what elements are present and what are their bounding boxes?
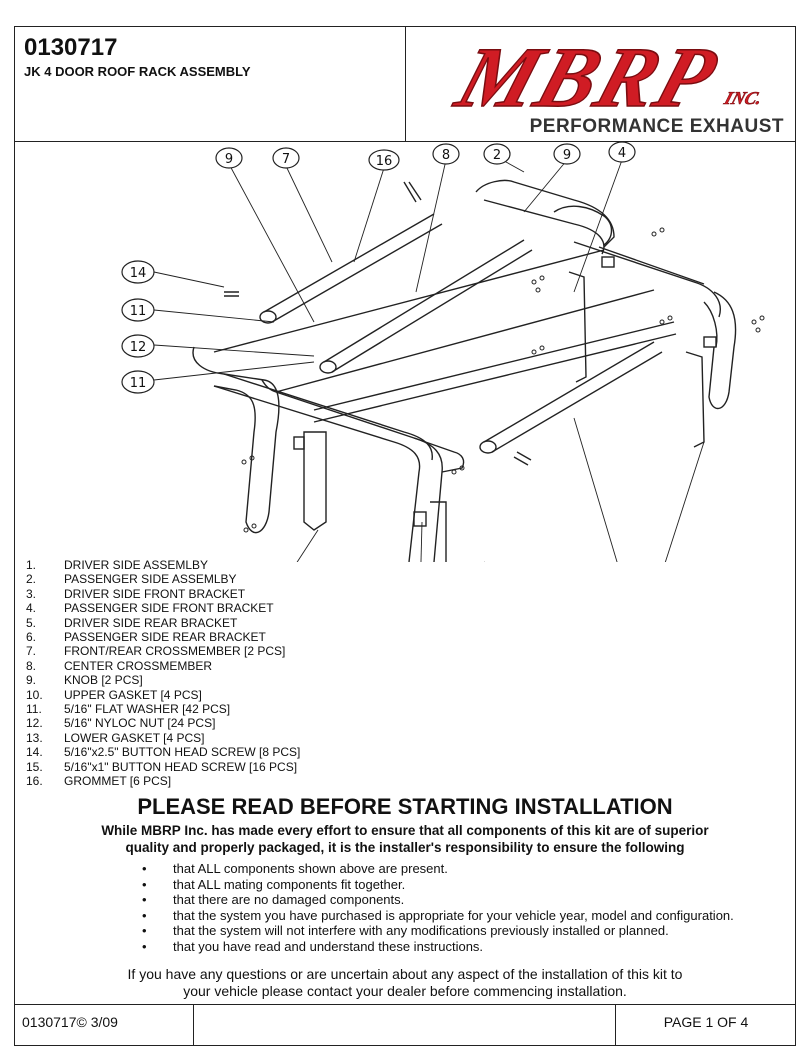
rear-crossmember — [263, 213, 435, 313]
parts-list-item: 8.CENTER CROSSMEMBER — [26, 658, 213, 673]
driver-side-main-rail — [213, 385, 421, 562]
parts-list-item: 2.PASSENGER SIDE ASSEMLBY — [26, 572, 237, 587]
notice-intro-line: quality and properly packaged, it is the… — [125, 840, 685, 855]
callout-label: 14 — [130, 266, 147, 281]
callout-label: 11 — [130, 376, 147, 391]
mbrp-logo: MBRP INC. — [444, 29, 766, 126]
parts-list-item: 11.5/16" FLAT WASHER [42 PCS] — [26, 702, 231, 717]
footer-page-number: PAGE 1 OF 4 — [615, 1004, 796, 1046]
parts-list-item: 5.DRIVER SIDE REAR BRACKET — [26, 615, 238, 630]
parts-list-item: 7.FRONT/REAR CROSSMEMBER [2 PCS] — [26, 644, 286, 659]
front-crossmember — [483, 341, 655, 443]
parts-list-item: 4.PASSENGER SIDE FRONT BRACKET — [26, 601, 274, 616]
parts-list-item: 6.PASSENGER SIDE REAR BRACKET — [26, 630, 266, 645]
passenger-rear-bracket — [685, 351, 705, 448]
checklist-item: that ALL components shown above are pres… — [140, 861, 790, 877]
callout-bubbles — [121, 142, 636, 394]
callout-label: 9 — [225, 152, 233, 167]
driver-rear-bracket — [430, 501, 447, 562]
front-tube — [261, 379, 443, 562]
parts-list: 1.DRIVER SIDE ASSEMLBY 2.PASSENGER SIDE … — [26, 558, 300, 789]
callout-label: 4 — [618, 146, 626, 161]
logo-suffix: INC. — [721, 88, 765, 107]
checklist-item: that there are no damaged components. — [140, 892, 790, 908]
roof-rack-exploded-drawing: 9 7 16 8 2 9 4 14 11 12 11 3 15 10 5 11 … — [121, 142, 765, 562]
callout-label: 12 — [130, 340, 147, 355]
contact-line: If you have any questions or are uncerta… — [127, 966, 683, 982]
notice-intro-line: While MBRP Inc. has made every effort to… — [101, 823, 709, 838]
checklist-item: that ALL mating components fit together. — [140, 877, 790, 893]
driver-top-rail — [213, 249, 605, 353]
footer-doc-code: 0130717© 3/09 — [14, 1004, 194, 1046]
callout-label: 8 — [442, 148, 450, 163]
parts-list-item: 3.DRIVER SIDE FRONT BRACKET — [26, 586, 246, 601]
parts-list-item: 13.LOWER GASKET [4 PCS] — [26, 730, 205, 745]
parts-list-item: 1.DRIVER SIDE ASSEMLBY — [26, 558, 209, 572]
notice-heading: PLEASE READ BEFORE STARTING INSTALLATION — [137, 794, 673, 819]
footer-divider — [14, 1004, 796, 1005]
installer-checklist: that ALL components shown above are pres… — [140, 861, 790, 954]
callout-label: 11 — [130, 304, 147, 319]
checklist-item: that the system you have purchased is ap… — [140, 908, 790, 924]
parts-list-item: 9.KNOB [2 PCS] — [26, 673, 143, 688]
callout-label: 7 — [282, 152, 290, 167]
driver-side-frame — [192, 346, 280, 534]
passenger-front-bracket — [568, 271, 587, 383]
logo-tagline: PERFORMANCE EXHAUST — [529, 116, 784, 137]
passenger-lower-rail — [313, 321, 675, 411]
parts-list-item: 12.5/16" NYLOC NUT [24 PCS] — [26, 716, 216, 731]
checklist-item: that you have read and understand these … — [140, 939, 790, 955]
callout-label: 2 — [493, 148, 501, 163]
passenger-rear-leg — [708, 291, 737, 410]
parts-list-item: 14.5/16"x2.5" BUTTON HEAD SCREW [8 PCS] — [26, 745, 301, 760]
contact-note: If you have any questions or are uncerta… — [26, 966, 784, 1000]
header-divider — [405, 26, 406, 142]
callout-label: 9 — [563, 148, 571, 163]
driver-front-bracket — [303, 431, 327, 531]
part-number: 0130717 — [24, 34, 118, 61]
center-crossmember — [323, 239, 525, 363]
passenger-side-frame — [475, 179, 615, 248]
document-title: JK 4 DOOR ROOF RACK ASSEMBLY — [24, 64, 251, 79]
notice-intro: While MBRP Inc. has made every effort to… — [26, 822, 784, 856]
checklist-item: that the system will not interfere with … — [140, 923, 790, 939]
parts-list-item: 15.5/16"x1" BUTTON HEAD SCREW [16 PCS] — [26, 759, 298, 774]
parts-list-item: 16.GROMMET [6 PCS] — [26, 774, 172, 789]
contact-line: your vehicle please contact your dealer … — [183, 983, 627, 999]
callout-label: 16 — [376, 154, 393, 169]
logo-wordmark: MBRP — [444, 30, 729, 126]
passenger-rear-tube — [553, 205, 613, 246]
parts-list-item: 10.UPPER GASKET [4 PCS] — [26, 687, 202, 702]
